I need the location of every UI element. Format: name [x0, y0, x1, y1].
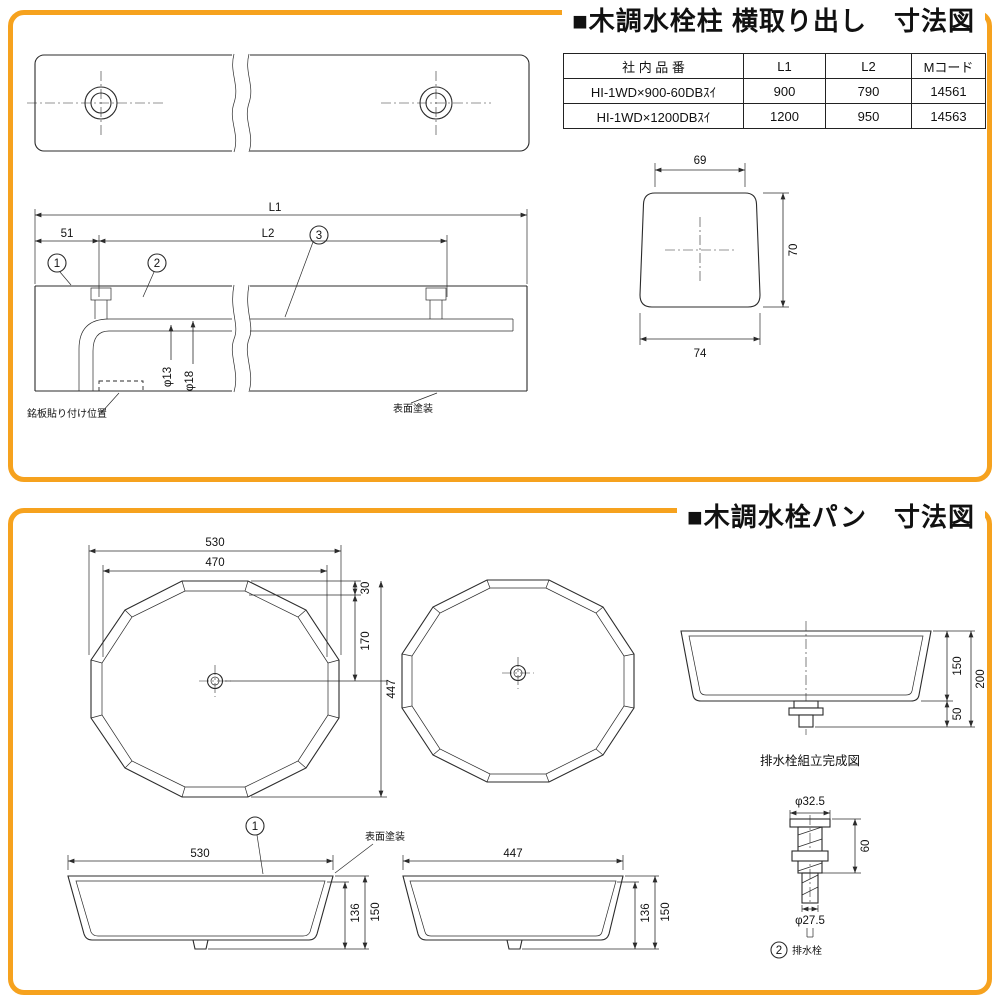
dim-70: 70	[788, 244, 800, 257]
dim-51: 51	[61, 228, 74, 240]
dim-phi32-5: φ32.5	[795, 796, 825, 808]
dim-136-front2: 136	[640, 903, 652, 922]
l2-value: 790	[825, 78, 912, 104]
spec-table: 社 内 品 番 L1 L2 Mコード HI-1WD×900-60DBｽｲ 900…	[563, 53, 986, 129]
dim-530: 530	[205, 537, 224, 549]
balloon-1: 1	[252, 821, 258, 833]
dim-470: 470	[205, 557, 224, 569]
column-drawing-svg: L1 51 L2 1 2 3	[27, 53, 800, 420]
pan-front-view-447: 447 136 150	[402, 848, 672, 950]
part-number: HI-1WD×900-60DBｽｲ	[563, 78, 744, 104]
dim-phi18: φ18	[184, 371, 196, 391]
pan-top-view-left: 530 470 30 170 447	[88, 537, 398, 798]
balloon-2: 2	[154, 258, 160, 270]
pan-front-view-530: 530 136 150 1 表面塗装	[67, 816, 405, 950]
drain-plug-label: 排水栓	[792, 944, 822, 957]
surface-coating-label: 表面塗装	[365, 830, 405, 843]
dim-50-side: 50	[952, 708, 964, 721]
col-part-number: 社 内 品 番	[563, 53, 744, 79]
dim-69: 69	[694, 155, 707, 167]
panel-basin-pan: ■木調水栓パン 寸法図 530 470	[8, 502, 992, 995]
drain-balloon-2: 2	[776, 945, 782, 957]
l1-value: 900	[743, 78, 826, 104]
column-cross-section: 69 70 74	[639, 155, 800, 360]
dim-200-side: 200	[975, 669, 987, 688]
panel-faucet-column: ■木調水栓柱 横取り出し 寸法図 社 内 品 番 L1 L2 Mコード HI-1…	[8, 6, 992, 482]
spec-table-header-row: 社 内 品 番 L1 L2 Mコード	[563, 53, 986, 79]
dim-74: 74	[694, 348, 707, 360]
panel1-title: ■木調水栓柱 横取り出し 寸法図	[562, 6, 985, 38]
balloon-1: 1	[54, 258, 60, 270]
col-l1: L1	[743, 53, 826, 79]
col-l2: L2	[825, 53, 912, 79]
dim-L1: L1	[269, 202, 282, 214]
faucet-hole-icon	[84, 86, 118, 120]
drain-assembly: 排水栓組立完成図 φ32.5 60 φ27.5 2 排水栓	[760, 753, 872, 959]
drain-assembly-title: 排水栓組立完成図	[760, 753, 860, 768]
l1-value: 1200	[743, 103, 826, 129]
dim-30: 30	[360, 582, 372, 595]
col-mcode: Mコード	[911, 53, 986, 79]
dim-60: 60	[860, 840, 872, 853]
mcode-value: 14561	[911, 78, 986, 104]
dim-150-side: 150	[952, 656, 964, 675]
column-top-view	[27, 53, 530, 153]
dim-150-front2: 150	[660, 902, 672, 921]
part-number: HI-1WD×1200DBｽｲ	[563, 103, 744, 129]
surface-coating-label: 表面塗装	[393, 402, 433, 415]
dim-L2: L2	[262, 228, 275, 240]
table-row: HI-1WD×1200DBｽｲ 1200 950 14563	[563, 103, 986, 129]
table-row: HI-1WD×900-60DBｽｲ 900 790 14561	[563, 78, 986, 104]
pan-top-view-right	[401, 579, 635, 783]
dim-530-front: 530	[190, 848, 209, 860]
panel2-title: ■木調水栓パン 寸法図	[676, 502, 985, 534]
mcode-value: 14563	[911, 103, 986, 129]
dim-447: 447	[386, 679, 398, 698]
balloon-3: 3	[316, 230, 322, 242]
column-side-view: L1 51 L2 1 2 3	[27, 202, 528, 420]
pan-drawing-svg: 530 470 30 170 447	[67, 537, 987, 959]
dim-150-front: 150	[370, 902, 382, 921]
dim-170: 170	[360, 631, 372, 650]
faucet-hole-icon	[419, 86, 453, 120]
dim-phi13: φ13	[162, 367, 174, 387]
dim-447-front: 447	[503, 848, 522, 860]
dim-phi27-5: φ27.5	[795, 915, 825, 927]
l2-value: 950	[825, 103, 912, 129]
dim-136-front: 136	[350, 903, 362, 922]
nameplate-label: 銘板貼り付け位置	[27, 407, 107, 420]
pan-side-section: 150 50 200	[680, 621, 987, 735]
